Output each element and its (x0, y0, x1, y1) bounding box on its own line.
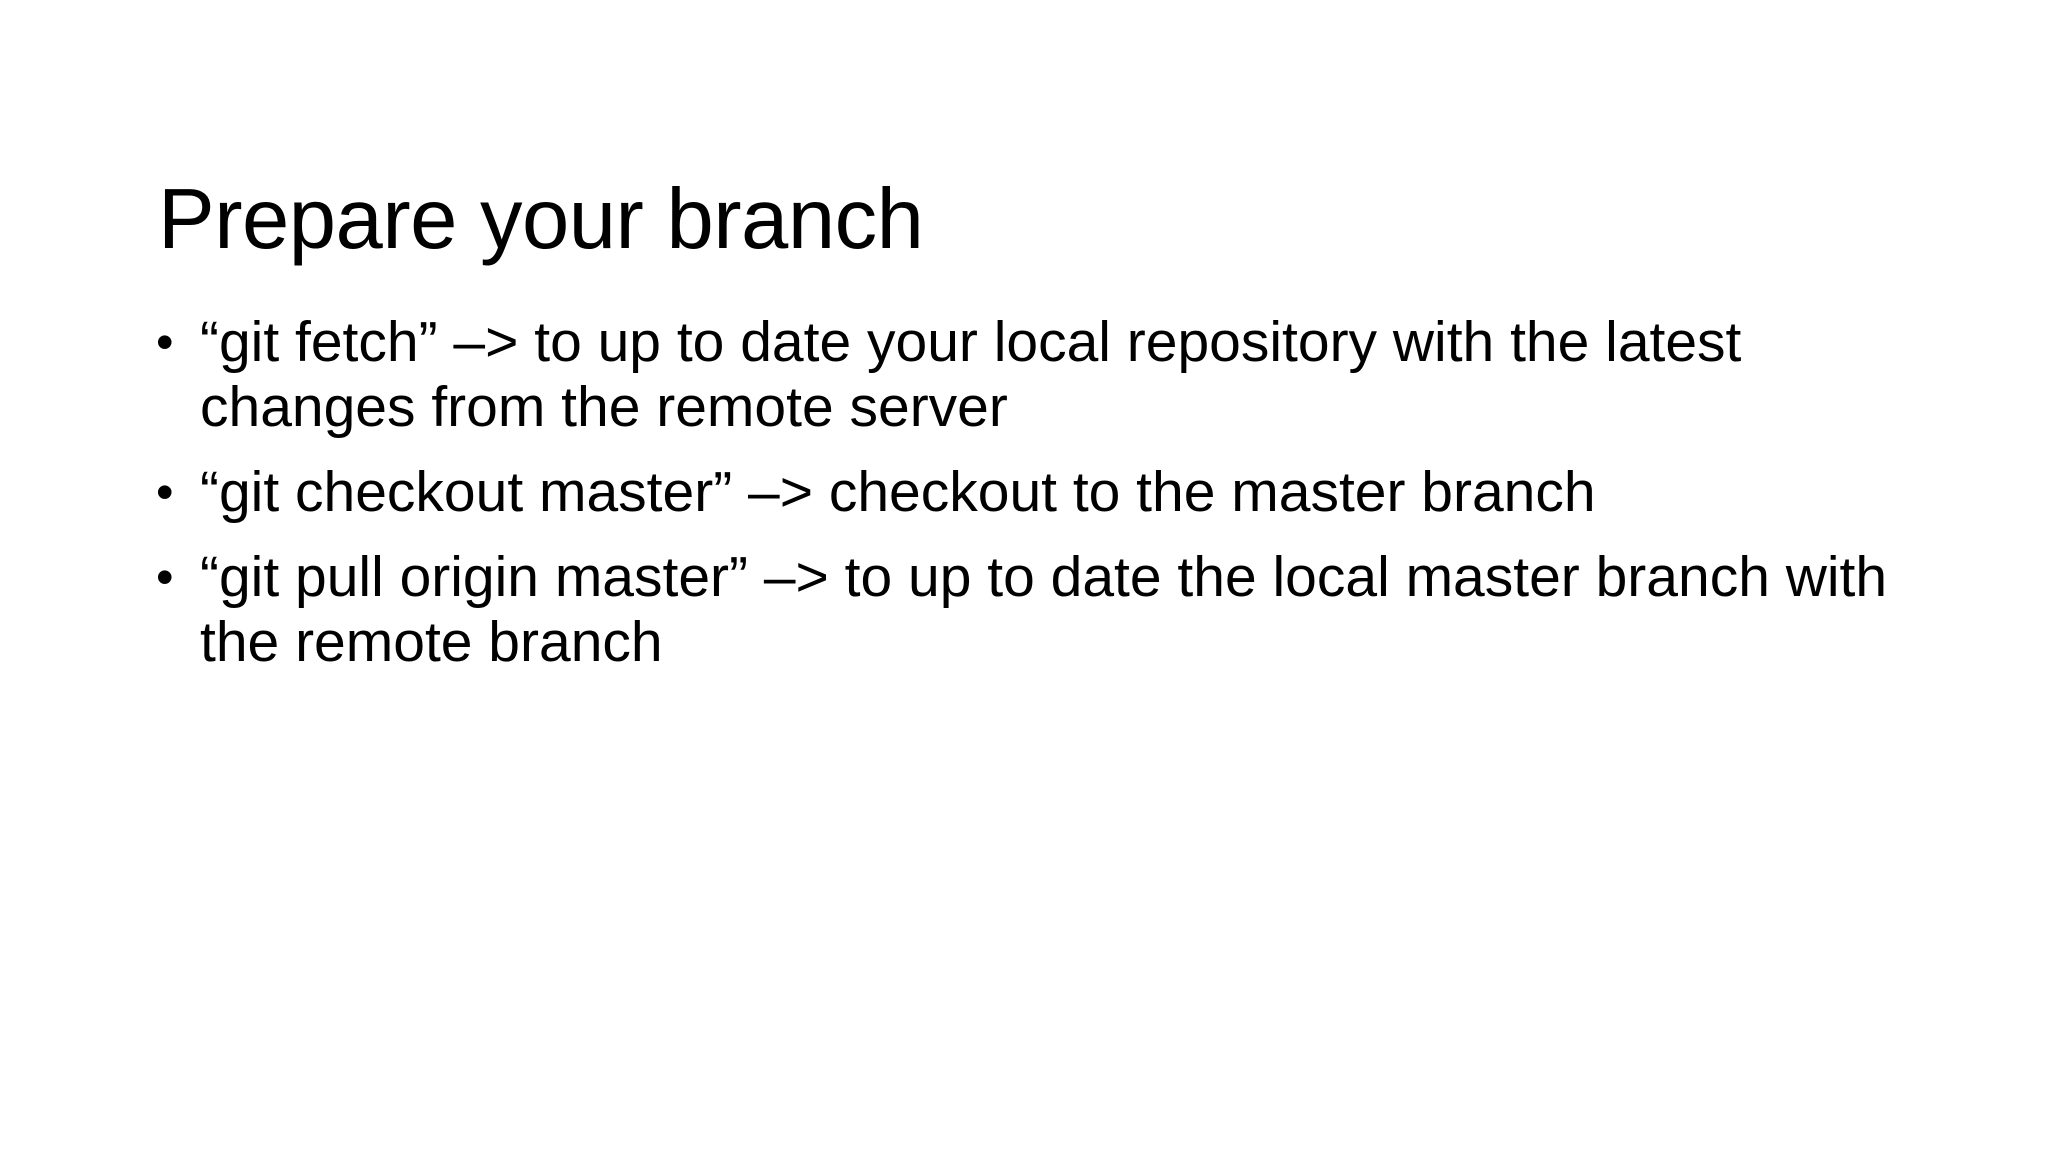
slide-title: Prepare your branch (158, 171, 924, 267)
bullet-dot-icon: • (156, 314, 174, 370)
bullet-text-git-fetch: “git fetch” –> to up to date your local … (200, 310, 1742, 439)
bullet-text-git-pull: “git pull origin master” –> to up to dat… (200, 545, 1888, 674)
bullet-item-git-pull: • “git pull origin master” –> to up to d… (156, 545, 1916, 675)
bullet-item-git-fetch: • “git fetch” –> to up to date your loca… (156, 310, 1916, 440)
bullet-list: • “git fetch” –> to up to date your loca… (156, 310, 1916, 695)
bullet-dot-icon: • (156, 464, 174, 520)
bullet-text-git-checkout: “git checkout master” –> checkout to the… (200, 460, 1596, 524)
bullet-dot-icon: • (156, 549, 174, 605)
bullet-item-git-checkout: • “git checkout master” –> checkout to t… (156, 460, 1916, 525)
